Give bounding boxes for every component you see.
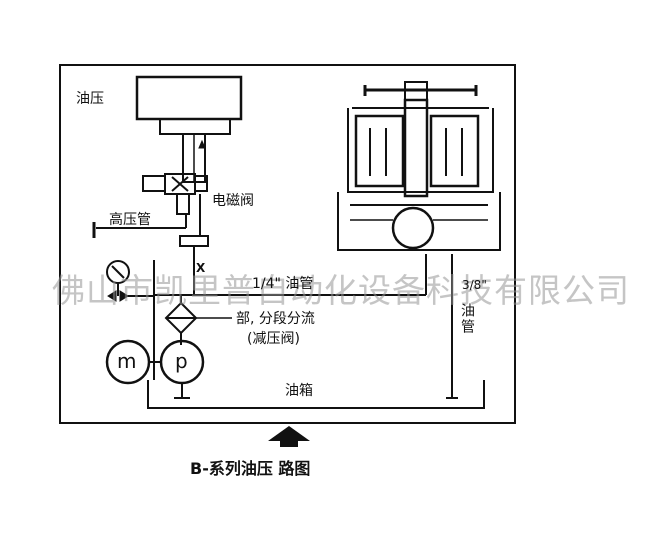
return-line — [425, 254, 458, 399]
label-gauge-mark: X — [196, 261, 206, 275]
outer-frame — [59, 64, 516, 424]
label-solenoid-valve: 电磁阀 — [212, 193, 254, 209]
label-pressure-reducing-valve: (减压阀) — [247, 331, 300, 347]
label-hydraulic-cylinder: 油压 — [76, 91, 104, 107]
label-pump: p — [175, 349, 188, 373]
hydraulic-cylinder — [135, 75, 243, 183]
pressure-gauge — [106, 260, 154, 302]
hydraulic-press — [337, 81, 501, 251]
label-quarter-inch-oil-pipe: 1/4" 油管 — [252, 276, 314, 292]
label-three-eighth-inch-fraction: 3/8" — [462, 278, 487, 292]
direction-arrow — [268, 426, 310, 447]
solenoid-valve — [142, 139, 208, 215]
oil-tank — [147, 380, 485, 409]
label-high-pressure-pipe: 高压管 — [109, 212, 151, 228]
label-step-diverter: 部, 分段分流 — [236, 311, 315, 327]
label-motor: m — [117, 349, 137, 373]
label-three-eighth-inch-oil-pipe: 油管 — [459, 303, 475, 335]
filter-element — [164, 295, 232, 345]
motor-pump-unit — [105, 339, 205, 399]
main-pressure-line — [153, 246, 426, 380]
diagram-caption: B-系列油压 路图 — [190, 459, 311, 478]
label-oil-tank: 油箱 — [285, 383, 313, 399]
high-pressure-pipe — [92, 194, 209, 247]
